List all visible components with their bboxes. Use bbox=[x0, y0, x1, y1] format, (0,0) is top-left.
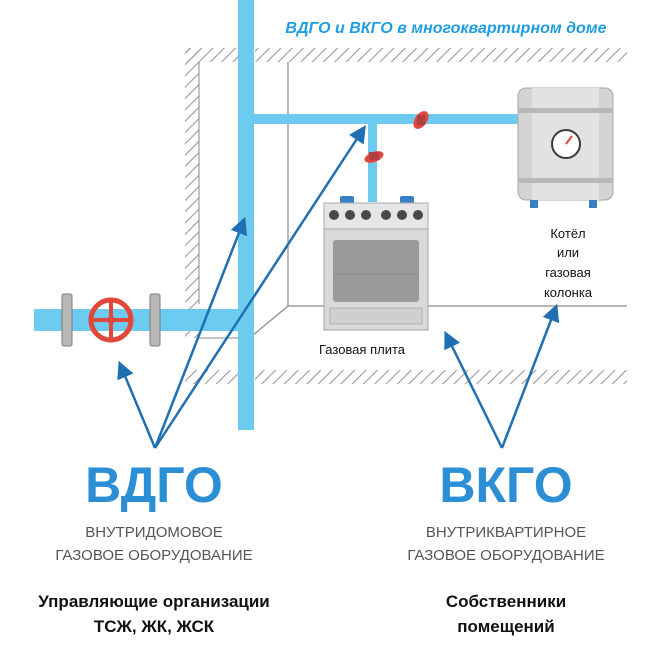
stove-drop-pipe bbox=[368, 124, 377, 202]
vkgo-arrows bbox=[444, 303, 560, 449]
vkgo-responsible-line1: Собственники bbox=[446, 592, 566, 611]
gas-stove-icon bbox=[323, 196, 429, 331]
arrow-to-boiler bbox=[500, 303, 560, 449]
arrow-to-stove bbox=[444, 330, 504, 449]
boiler-label-line2: или bbox=[557, 245, 579, 260]
vdgo-desc-line1: ВНУТРИДОМОВОЕ bbox=[85, 524, 222, 541]
apartment-branch-pipe bbox=[254, 114, 522, 124]
boiler-icon bbox=[517, 87, 614, 208]
arrow-to-riser bbox=[153, 216, 248, 449]
ceiling-right bbox=[255, 48, 627, 62]
boiler-label-line1: Котёл bbox=[550, 226, 585, 241]
stove-valve-icon bbox=[364, 151, 384, 163]
main-valve bbox=[61, 293, 161, 347]
vdgo-desc-line2: ГАЗОВОЕ ОБОРУДОВАНИЕ bbox=[55, 547, 252, 564]
gas-pipes bbox=[34, 0, 522, 430]
wall-left-upper bbox=[185, 48, 199, 304]
flange-left bbox=[61, 293, 73, 347]
diagram-title: ВДГО и ВКГО в многоквартирном доме bbox=[285, 20, 606, 37]
room-corner-diagonal bbox=[251, 305, 289, 337]
boiler-label-line4: колонка bbox=[544, 285, 593, 300]
branch-valve-icon bbox=[413, 111, 429, 129]
flange-right bbox=[149, 293, 161, 347]
riser-pipe bbox=[238, 0, 254, 430]
vdgo-abbr: ВДГО bbox=[85, 457, 223, 513]
arrow-to-branch bbox=[153, 125, 366, 449]
vkgo-abbr: ВКГО bbox=[439, 457, 572, 513]
arrow-to-valve bbox=[117, 360, 157, 449]
vkgo-desc-line2: ГАЗОВОЕ ОБОРУДОВАНИЕ bbox=[407, 547, 604, 564]
inlet-pipe bbox=[34, 309, 254, 331]
floor-left bbox=[185, 370, 240, 384]
boiler-label-line3: газовая bbox=[545, 265, 591, 280]
vdgo-responsible-line1: Управляющие организации bbox=[38, 592, 270, 611]
vdgo-arrows bbox=[117, 125, 366, 449]
vkgo-desc-line1: ВНУТРИКВАРТИРНОЕ bbox=[426, 524, 586, 541]
stove-label: Газовая плита bbox=[319, 342, 406, 357]
vdgo-responsible-line2: ТСЖ, ЖК, ЖСК bbox=[94, 617, 215, 636]
vkgo-responsible-line2: помещений bbox=[457, 617, 554, 636]
floor-right bbox=[255, 370, 627, 384]
